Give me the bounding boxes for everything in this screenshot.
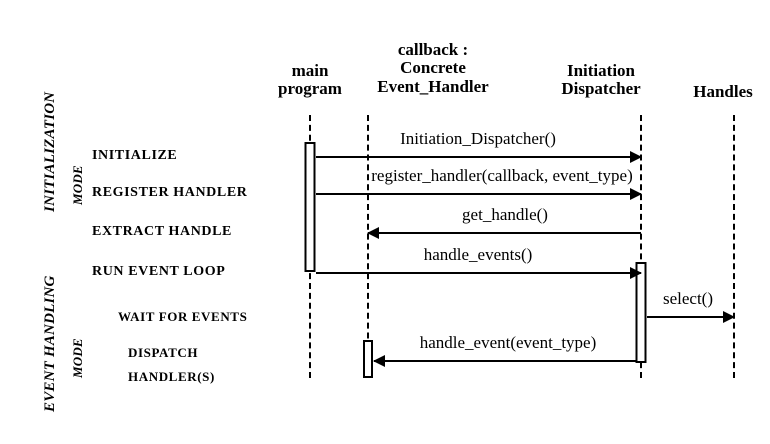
message-label-register-handler: register_handler(callback, event_type): [371, 166, 633, 185]
step-run-event-loop: RUN EVENT LOOP: [92, 264, 226, 279]
lifeline-header-line: program: [278, 79, 342, 99]
lifeline-header-line: Concrete: [400, 58, 466, 78]
step-handler-s: HANDLER(S): [128, 369, 215, 384]
lifeline-header-line: Dispatcher: [561, 79, 641, 99]
arrow-head-left-icon: [367, 227, 379, 239]
arrow-head-right-icon: [630, 151, 642, 163]
step-register-handler: REGISTER HANDLER: [92, 185, 248, 200]
lifeline-header-line: Initiation: [566, 61, 636, 80]
activation-concrete-event-handler: [363, 340, 373, 378]
lifeline-concrete-event-handler: [367, 115, 369, 378]
message-label-get-handle: get_handle(): [462, 205, 548, 224]
activation-main-program: [304, 142, 316, 272]
lifeline-header-line: callback :: [397, 40, 469, 59]
lifeline-header-line: Event_Handler: [377, 76, 489, 96]
arrow-line: [374, 360, 636, 362]
arrow-head-right-icon: [630, 188, 642, 200]
message-label-handle-events: handle_events(): [423, 245, 533, 264]
lifeline-header-line: Handles: [693, 82, 753, 101]
step-wait-for-events: WAIT FOR EVENTS: [118, 309, 248, 324]
arrow-head-left-icon: [373, 355, 385, 367]
step-dispatch: DISPATCH: [128, 345, 199, 360]
lifeline-handles: [733, 115, 735, 378]
phase-event-handling-title: EVENT HANDLING: [42, 275, 58, 412]
arrow-line: [316, 156, 641, 158]
lifeline-header-concrete-event-handler: callback : Concrete Event_Handler: [377, 40, 489, 96]
arrow-head-right-icon: [723, 311, 735, 323]
lifeline-header-handles: Handles: [693, 82, 753, 101]
step-initialize: INITIALIZE: [92, 148, 178, 163]
step-extract-handle: EXTRACT HANDLE: [92, 224, 232, 239]
activation-initiation-dispatcher: [635, 262, 647, 363]
lifeline-header-main-program: main program: [278, 61, 342, 99]
message-label-initiation-dispatcher-ctor: Initiation_Dispatcher(): [400, 129, 556, 148]
phase-initialization-title: INITIALIZATION: [42, 91, 58, 212]
arrow-head-right-icon: [630, 267, 642, 279]
arrow-line: [368, 232, 641, 234]
phase-initialization-subtitle: MODE: [70, 165, 85, 205]
arrow-line: [647, 316, 734, 318]
arrow-line: [316, 272, 641, 274]
message-label-select: select(): [662, 289, 714, 308]
lifeline-initiation-dispatcher: [640, 115, 642, 378]
lifeline-header-initiation-dispatcher: Initiation Dispatcher: [561, 61, 641, 99]
message-label-handle-event: handle_event(event_type): [419, 333, 597, 352]
arrow-line: [316, 193, 641, 195]
lifeline-header-line: main: [291, 61, 329, 80]
phase-event-handling-subtitle: MODE: [70, 338, 85, 378]
